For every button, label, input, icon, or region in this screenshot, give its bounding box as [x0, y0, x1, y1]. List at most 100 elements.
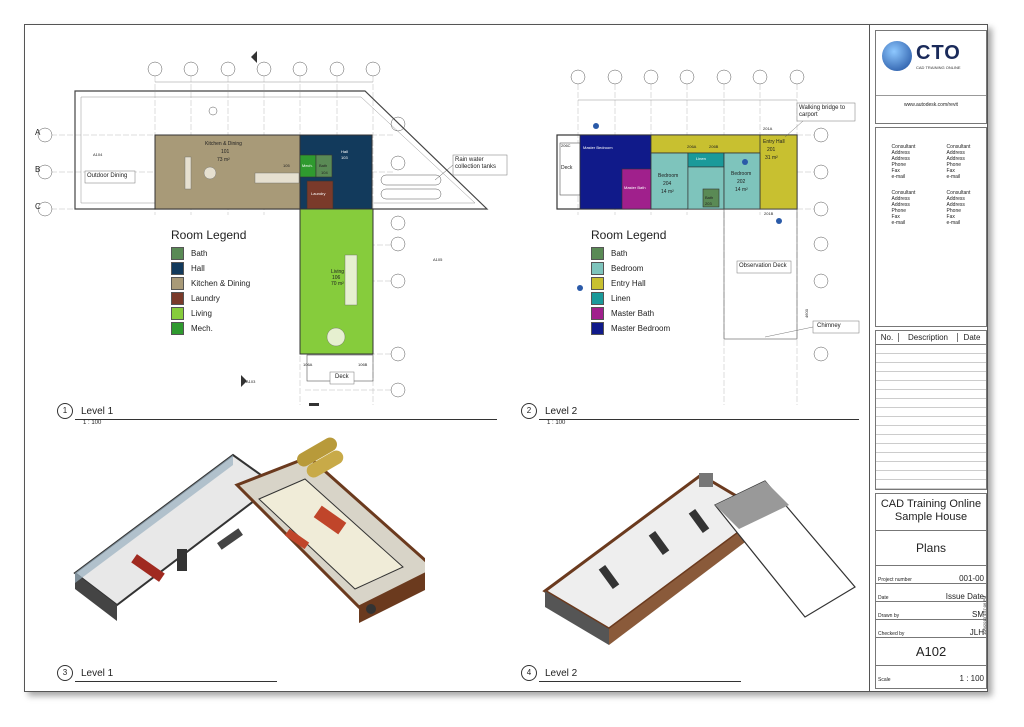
door-206c: 206C — [561, 143, 571, 148]
view-title-3: 3 Level 1 — [57, 665, 277, 682]
living-area: 70 m² — [331, 281, 344, 287]
company-name: CAD Training Online — [880, 498, 982, 510]
revision-row — [876, 435, 986, 444]
revision-row — [876, 354, 986, 363]
legend-swatch — [591, 277, 604, 290]
door-106b: 106B — [358, 362, 368, 367]
legend-item: Living — [171, 306, 250, 321]
legend-label: Master Bedroom — [611, 324, 671, 333]
legend-swatch — [171, 292, 184, 305]
level1-3d-view — [73, 437, 425, 623]
legend-item: Bedroom — [591, 261, 670, 276]
hall-label: Hall — [341, 149, 348, 154]
view2-name: Level 2 — [545, 405, 578, 417]
outdoor-dining-label: Outdoor Dining — [87, 173, 128, 179]
logo-brand: CTO — [916, 42, 961, 64]
level2-3d-view — [542, 473, 856, 645]
legend-swatch — [171, 262, 184, 275]
drawn-by-label: Drawn by — [878, 613, 900, 619]
globe-icon — [882, 41, 912, 71]
project-name: Sample House — [894, 511, 968, 523]
revision-row — [876, 480, 986, 489]
revision-row — [876, 381, 986, 390]
level2-plan — [556, 69, 860, 405]
bath2-label: Bath — [705, 195, 714, 200]
walking-bridge-label: Walking bridge to carport — [799, 105, 846, 118]
legend-swatch — [591, 322, 604, 335]
revision-row — [876, 417, 986, 426]
legend-swatch — [171, 277, 184, 290]
legend-label: Entry Hall — [611, 279, 646, 288]
legend2-title: Room Legend — [591, 228, 667, 242]
scale-label: Scale — [878, 677, 891, 683]
legend-label: Mech. — [191, 324, 213, 333]
legend-label: Master Bath — [611, 309, 655, 318]
view3-name: Level 1 — [81, 667, 114, 679]
legend-swatch — [171, 247, 184, 260]
project-number-label: Project number — [878, 577, 912, 583]
legend-item: Hall — [171, 261, 250, 276]
revision-row — [876, 453, 986, 462]
kitchen-num: 101 — [221, 149, 230, 155]
sheet-name: Plans — [876, 531, 986, 566]
legend-swatch — [591, 262, 604, 275]
view1-name: Level 1 — [81, 405, 114, 417]
view3-number: 3 — [57, 665, 73, 681]
hall-num: 103 — [341, 155, 348, 160]
legend-swatch — [591, 247, 604, 260]
revision-row — [876, 462, 986, 471]
view1-number: 1 — [57, 403, 73, 419]
view-title-4: 4 Level 2 — [521, 665, 741, 682]
living-label: Living — [331, 269, 345, 275]
legend-label: Kitchen & Dining — [191, 279, 251, 288]
bedroom-202-num: 202 — [737, 179, 746, 185]
title-block: CTO CAD TRAINING ONLINE www.autodesk.com… — [869, 25, 988, 691]
drawn-by: SM — [972, 610, 984, 619]
revision-row — [876, 408, 986, 417]
bedroom-202-label: Bedroom — [731, 171, 752, 177]
revisions-table: No. Description Date — [875, 330, 987, 498]
section-tag: A104 — [93, 152, 103, 157]
bedroom-204-label: Bedroom — [658, 173, 679, 179]
legend-item: Master Bedroom — [591, 321, 670, 336]
door-206b: 206B — [709, 144, 719, 149]
laundry-label: Laundry — [311, 191, 326, 196]
deck2-label: Deck — [561, 165, 573, 171]
rev-date-header: Date — [963, 333, 981, 342]
legend-item: Master Bath — [591, 306, 670, 321]
callout-tag: A105 — [433, 257, 443, 262]
rain-tanks-label: Rain water collection tanks — [455, 157, 497, 170]
master-bath-label: Master Bath — [624, 185, 646, 190]
revision-row — [876, 363, 986, 372]
entry-hall-label: Entry Hall — [763, 139, 785, 145]
view-title-1: 1 Level 1 1 : 100 — [57, 403, 497, 426]
grid-columns — [147, 61, 381, 77]
bath-label: Bath — [319, 163, 328, 168]
bedroom-204-area: 14 m² — [661, 189, 674, 195]
elevation-tag: A103 — [246, 379, 256, 384]
deck-label: Deck — [335, 374, 349, 380]
logo-url: www.autodesk.com/revit — [876, 95, 986, 108]
revision-row — [876, 444, 986, 453]
door-201a: 201A — [763, 126, 773, 131]
bath-num: 104 — [321, 170, 328, 175]
sheet-info: CAD Training Online Sample House Plans P… — [875, 493, 987, 689]
logo-subtitle: CAD TRAINING ONLINE — [916, 65, 961, 70]
legend-swatch — [591, 307, 604, 320]
legend1-title: Room Legend — [171, 228, 247, 242]
view4-name: Level 2 — [545, 667, 578, 679]
master-bedroom-label: Master Bedroom — [583, 145, 613, 150]
revision-row — [876, 471, 986, 480]
legend-label: Bedroom — [611, 264, 644, 273]
door-105: 105 — [283, 163, 290, 168]
legend-label: Linen — [611, 294, 631, 303]
revision-row — [876, 345, 986, 354]
print-timestamp: 10/9/2013 4:57:06 PM — [982, 595, 987, 635]
legend-label: Hall — [191, 264, 205, 273]
